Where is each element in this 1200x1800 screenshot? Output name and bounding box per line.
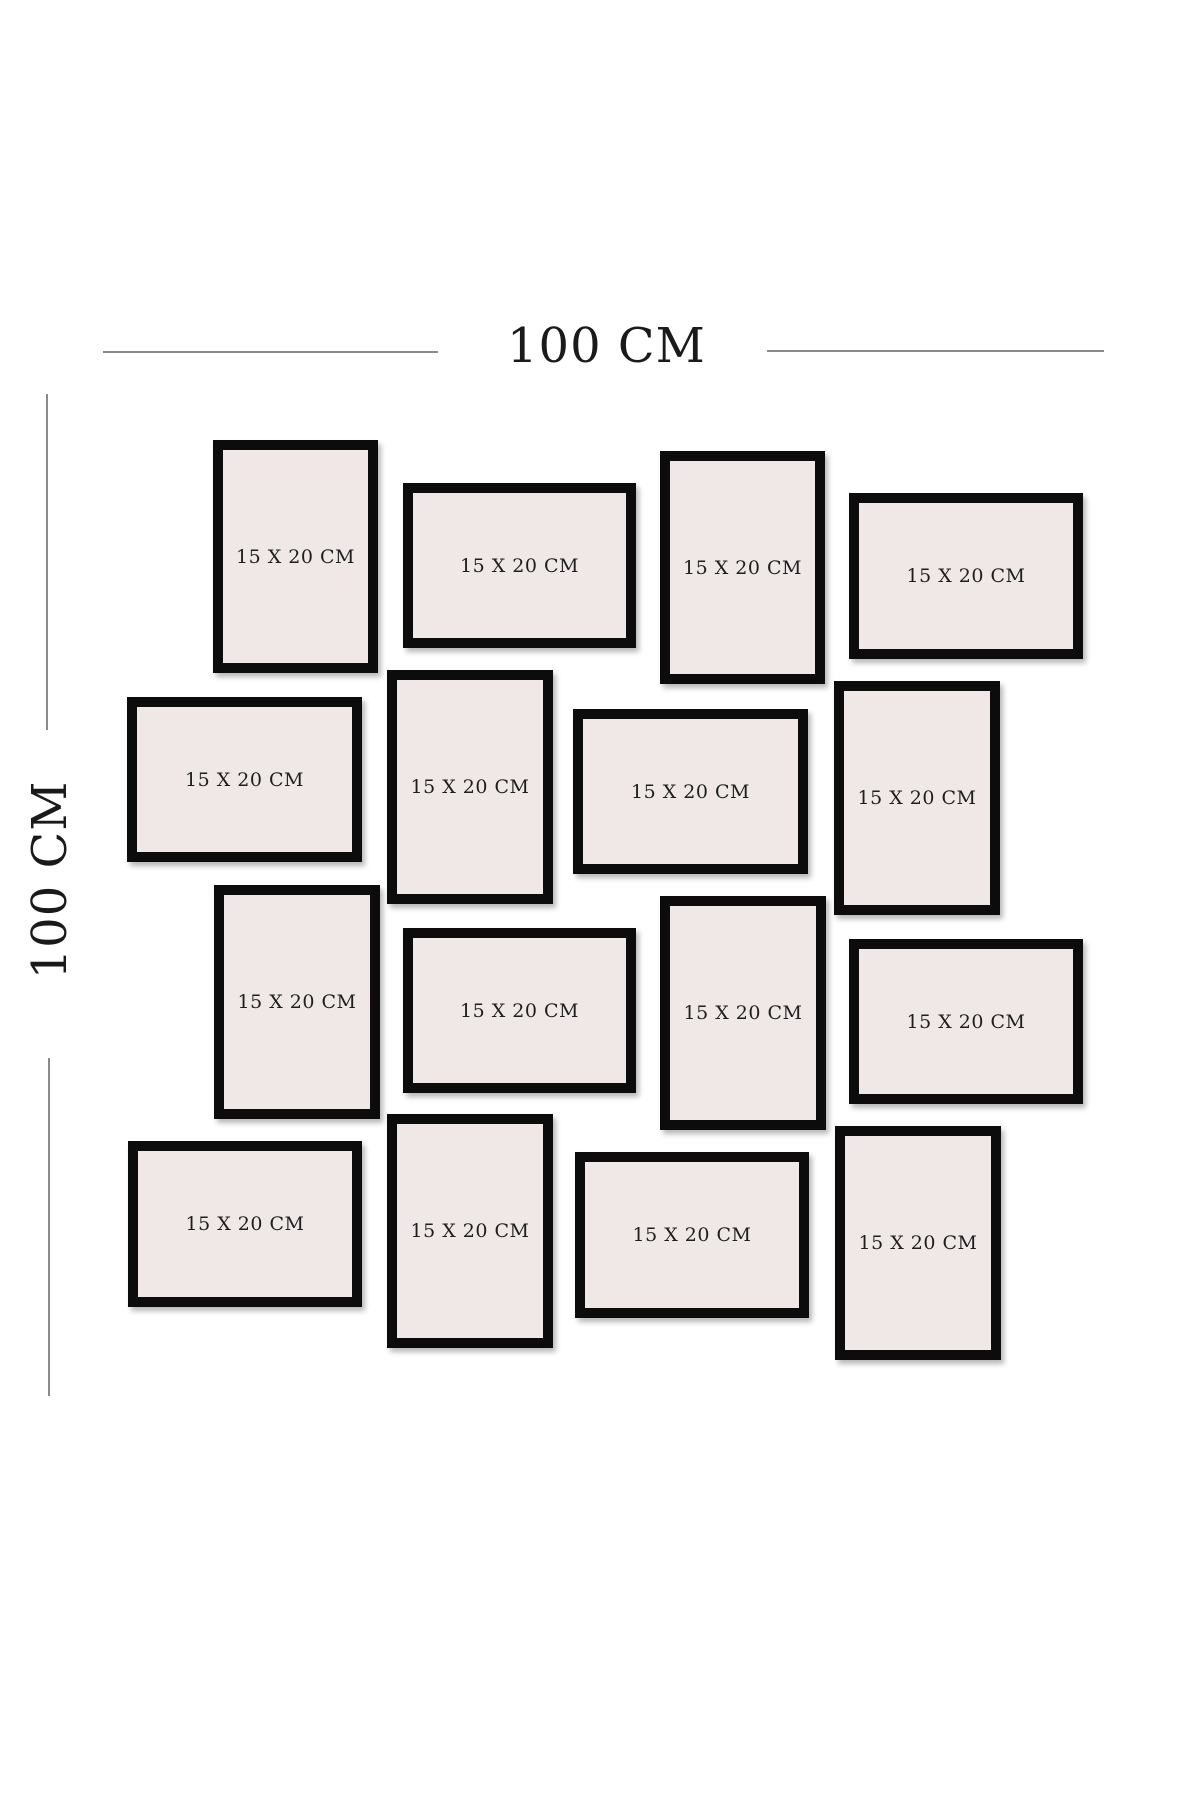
photo-frame-portrait: 15 X 20 CM xyxy=(835,1126,1001,1360)
width-dimension-label: 100 CM xyxy=(507,318,706,374)
photo-frame-landscape: 15 X 20 CM xyxy=(403,928,636,1093)
width-dimension-line-right xyxy=(767,350,1104,352)
frame-size-label: 15 X 20 CM xyxy=(460,554,579,577)
frame-size-label: 15 X 20 CM xyxy=(631,780,750,803)
frame-size-label: 15 X 20 CM xyxy=(410,776,530,798)
frame-size-label: 15 X 20 CM xyxy=(857,787,977,809)
frame-size-label: 15 X 20 CM xyxy=(460,999,579,1022)
frame-size-label: 15 X 20 CM xyxy=(683,1002,803,1024)
frame-size-label: 15 X 20 CM xyxy=(410,1220,530,1242)
photo-frame-portrait: 15 X 20 CM xyxy=(214,885,380,1119)
photo-frame-landscape: 15 X 20 CM xyxy=(127,697,362,862)
frame-size-label: 15 X 20 CM xyxy=(858,1232,978,1254)
photo-frame-landscape: 15 X 20 CM xyxy=(575,1152,809,1318)
photo-frame-landscape: 15 X 20 CM xyxy=(403,483,636,648)
frame-size-label: 15 X 20 CM xyxy=(683,556,802,579)
frame-size-label: 15 X 20 CM xyxy=(236,545,355,568)
photo-frame-portrait: 15 X 20 CM xyxy=(834,681,1000,915)
photo-frame-landscape: 15 X 20 CM xyxy=(128,1141,362,1307)
height-dimension-line-bottom xyxy=(48,1058,50,1396)
frame-size-label: 15 X 20 CM xyxy=(632,1224,752,1246)
photo-frame-landscape: 15 X 20 CM xyxy=(849,493,1083,659)
photo-frame-landscape: 15 X 20 CM xyxy=(849,939,1083,1104)
frame-size-label: 15 X 20 CM xyxy=(185,1213,305,1235)
photo-frame-landscape: 15 X 20 CM xyxy=(573,709,808,874)
photo-frame-portrait: 15 X 20 CM xyxy=(213,440,378,673)
frame-size-label: 15 X 20 CM xyxy=(185,768,304,791)
height-dimension-label: 100 CM xyxy=(22,780,78,980)
photo-frame-portrait: 15 X 20 CM xyxy=(660,896,826,1130)
frame-size-label: 15 X 20 CM xyxy=(237,991,357,1013)
frame-size-label: 15 X 20 CM xyxy=(906,1010,1026,1033)
photo-frame-portrait: 15 X 20 CM xyxy=(387,670,553,904)
frame-size-label: 15 X 20 CM xyxy=(906,565,1026,587)
photo-frame-portrait: 15 X 20 CM xyxy=(387,1114,553,1348)
height-dimension-line-top xyxy=(46,394,48,730)
photo-frame-portrait: 15 X 20 CM xyxy=(660,451,825,684)
width-dimension-line-left xyxy=(103,351,438,353)
